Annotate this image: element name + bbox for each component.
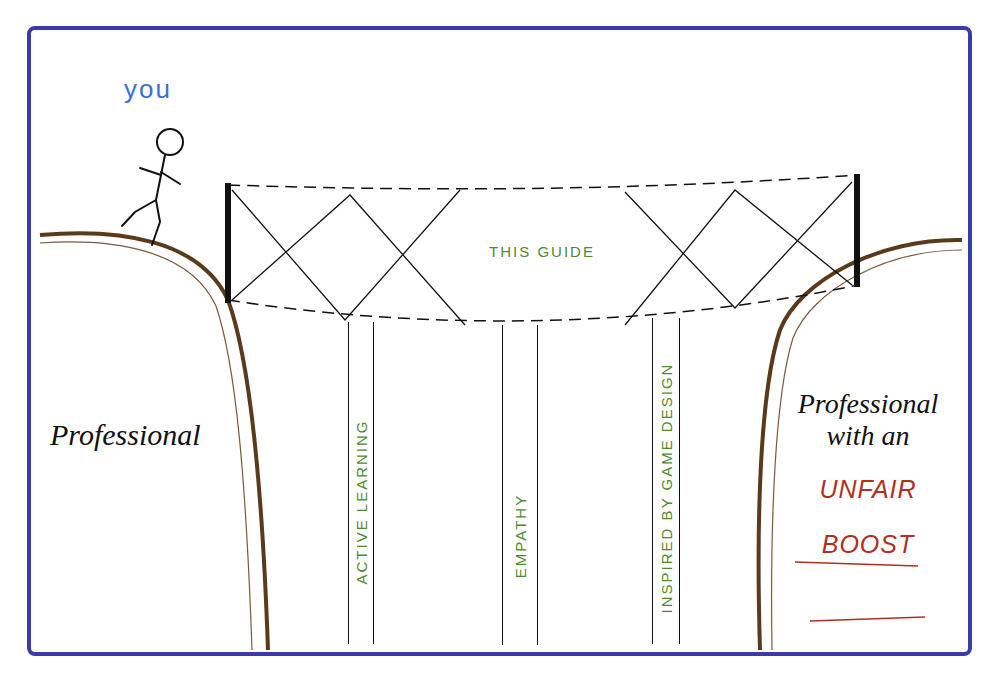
node-label: INSPIRED BY GAME DESIGN [658, 362, 675, 613]
bridge-pillar: INSPIRED BY GAME DESIGN [652, 318, 680, 644]
bridge-pillar: ACTIVE LEARNING [348, 322, 374, 644]
bridge-truss [232, 182, 852, 325]
left-cliff [40, 233, 268, 650]
bridge-top-rope [228, 175, 858, 189]
stick-figure [122, 129, 183, 245]
underline [795, 562, 925, 621]
bridge-post [225, 183, 231, 303]
cliff-region: Professional [50, 418, 250, 478]
highlight-text: UNFAIR BOOST [778, 462, 958, 572]
bridge-bottom-rope [228, 285, 858, 321]
node-label: THIS GUIDE [232, 235, 852, 260]
frame [29, 28, 970, 654]
bridge-pillar: EMPATHY [502, 325, 538, 645]
node-label: EMPATHY [512, 494, 529, 578]
node-label: ACTIVE LEARNING [353, 420, 370, 585]
node-label: Professional with an [778, 388, 958, 452]
cliff-region: Professional with an UNFAIR BOOST [778, 388, 958, 628]
right-cliff-inner [772, 250, 962, 650]
bridge: THIS GUIDE [232, 235, 852, 275]
left-cliff-inner [40, 242, 252, 650]
right-cliff [759, 240, 962, 650]
node-label: Professional [50, 418, 250, 452]
figure-label: you [124, 74, 172, 105]
bridge-post [854, 174, 860, 287]
